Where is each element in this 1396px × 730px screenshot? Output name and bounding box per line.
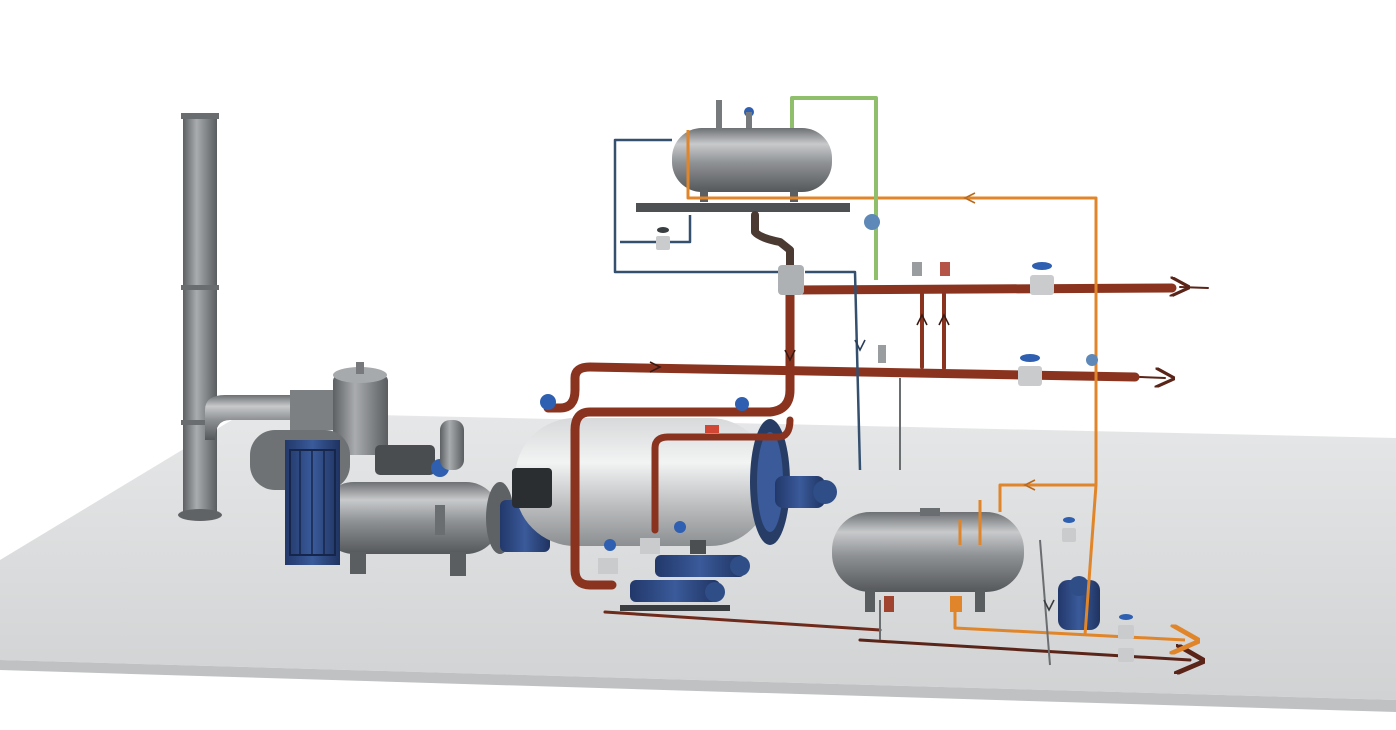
pressure-gauge — [878, 262, 950, 363]
oil-storage-tank — [832, 508, 1024, 612]
auxiliary-boiler — [320, 482, 550, 576]
valves — [540, 214, 1134, 662]
gate-valve — [1030, 262, 1054, 295]
hot-oil-piping — [543, 211, 1209, 660]
gate-valve — [1118, 614, 1134, 662]
gate-valve — [540, 394, 749, 574]
oil-pump-group-left — [375, 420, 464, 477]
flow-arrows — [649, 192, 1055, 612]
plate-heat-exchanger — [285, 440, 340, 565]
main-burner — [775, 476, 825, 508]
gate-valve — [1062, 517, 1076, 542]
expansion-tank-platform — [636, 100, 850, 212]
vent-line-blue — [613, 138, 862, 471]
strainer-valve — [778, 265, 804, 295]
chimney-stack — [178, 113, 335, 521]
flow-meter — [864, 214, 1098, 366]
gate-valve — [1018, 354, 1042, 386]
circulation-pumps — [620, 555, 750, 611]
drain-valve — [884, 596, 962, 612]
drain-pump — [1058, 576, 1100, 630]
gate-valve — [656, 227, 670, 250]
overflow-line-green — [790, 96, 878, 280]
